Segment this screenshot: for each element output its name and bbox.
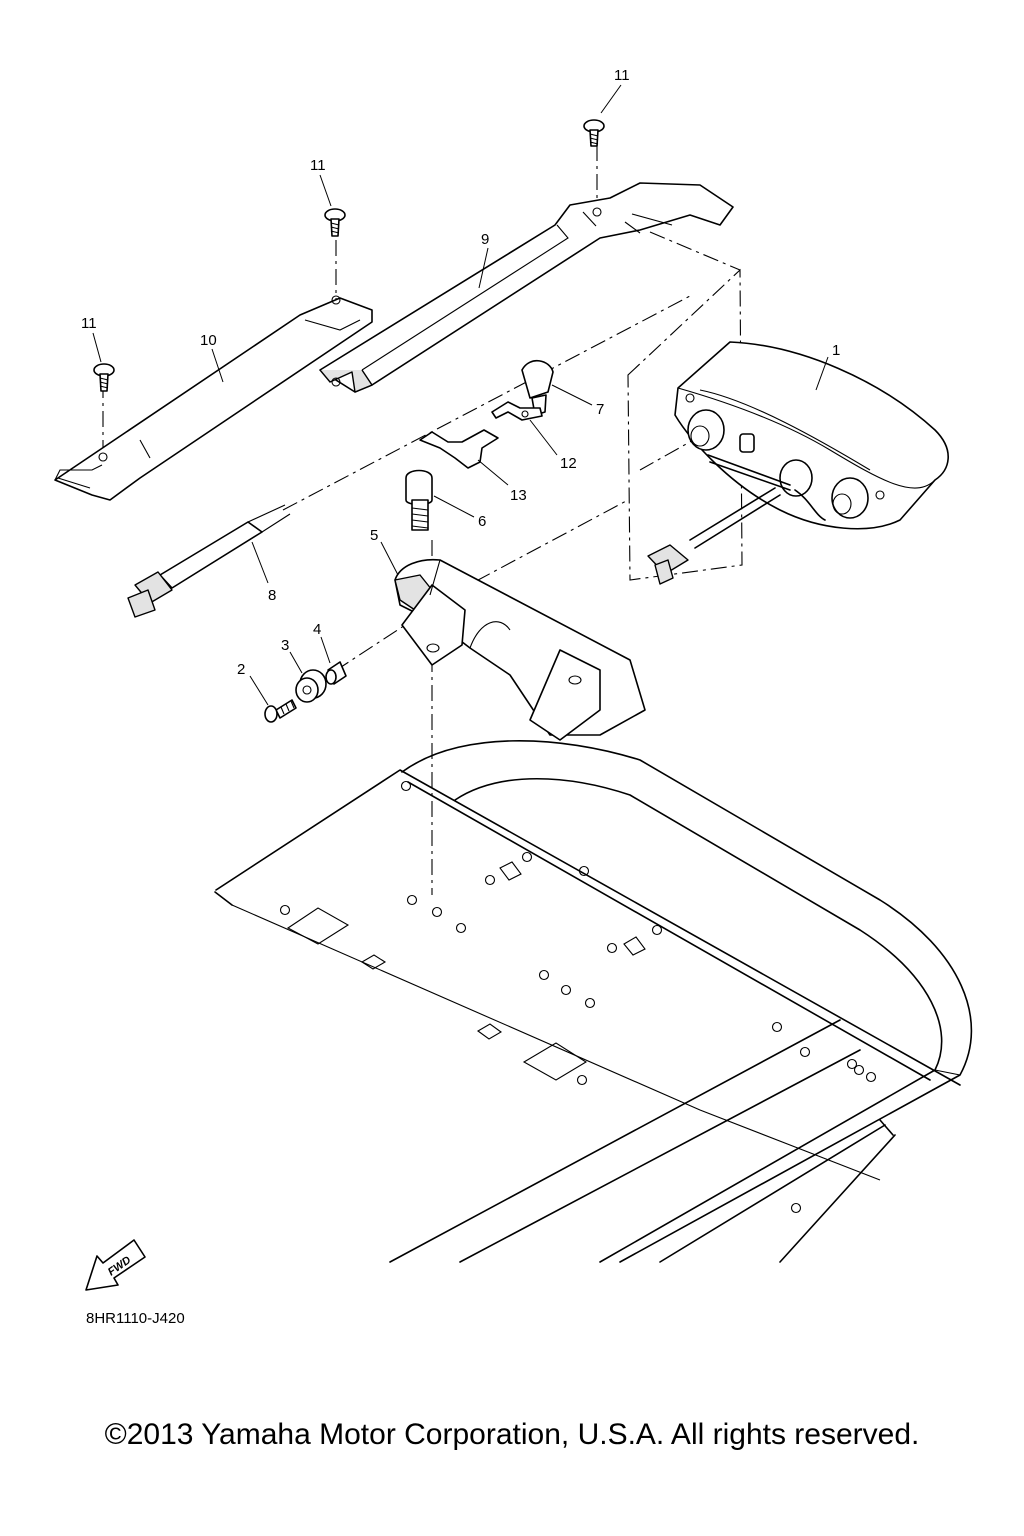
part-5-mount-bracket	[394, 558, 646, 741]
callout-5: 5	[370, 527, 378, 544]
callout-8: 8	[268, 587, 276, 604]
callout-11-left: 11	[81, 315, 97, 332]
callout-12: 12	[560, 455, 577, 472]
callout-7: 7	[596, 401, 604, 418]
part-8-wire-harness	[127, 504, 291, 618]
part-7-clip	[521, 360, 554, 416]
part-1-taillight	[647, 341, 949, 585]
callouts: 1 2 3 4 5 6 7 8 9 10 11 11 11 12 13	[81, 67, 840, 706]
callout-9: 9	[481, 231, 489, 248]
diagram-code: 8HR1110-J420	[86, 1310, 185, 1327]
frame-openings	[286, 861, 646, 1081]
part-10-trim-cover	[54, 295, 373, 501]
callout-11-top: 11	[614, 67, 630, 84]
callout-4: 4	[313, 621, 321, 638]
callout-6: 6	[478, 513, 486, 530]
part-6-bolt	[405, 469, 433, 531]
part-11-screw-top	[583, 119, 605, 147]
callout-1: 1	[832, 342, 840, 359]
part-11-screw-left	[93, 363, 115, 392]
part-2-screw	[264, 699, 297, 723]
copyright-notice: ©2013 Yamaha Motor Corporation, U.S.A. A…	[104, 1418, 920, 1451]
fwd-arrow-icon: FWD	[85, 1239, 146, 1291]
part-4-collar	[325, 661, 347, 685]
callout-13: 13	[510, 487, 527, 504]
part-9-trim-cover	[319, 182, 734, 393]
part-12-clamp	[491, 401, 543, 421]
callout-10: 10	[200, 332, 217, 349]
callout-3: 3	[281, 637, 289, 654]
callout-11-middle: 11	[310, 157, 326, 174]
part-3-grommet	[295, 669, 327, 703]
part-13-bracket	[419, 429, 499, 469]
part-11-screw-middle	[324, 208, 346, 237]
frame-holes	[279, 780, 877, 1214]
callout-2: 2	[237, 661, 245, 678]
frame-tunnel	[214, 740, 973, 1263]
